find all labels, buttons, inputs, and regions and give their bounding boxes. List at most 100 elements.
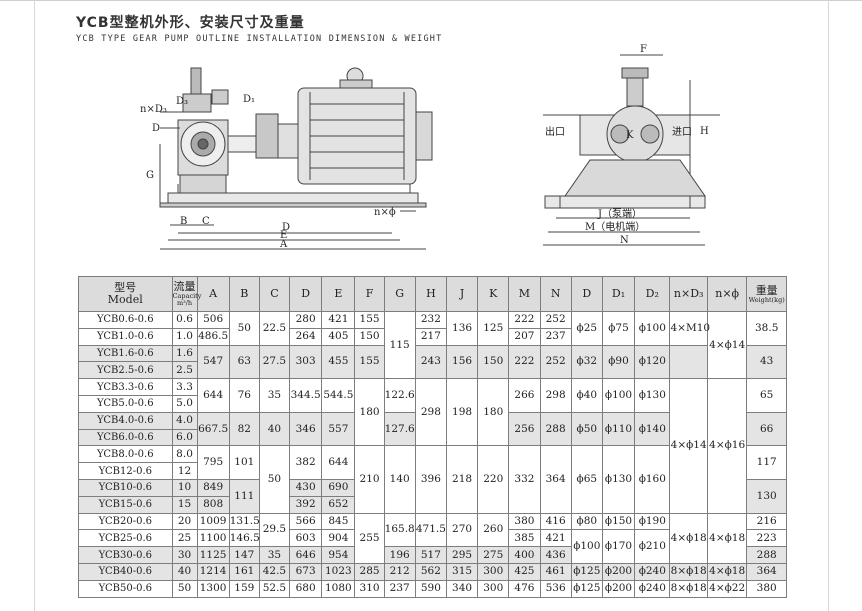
cell-g: 196 bbox=[383, 546, 416, 564]
cell-d2: ϕ190 bbox=[634, 512, 671, 531]
cell-d: 680 bbox=[288, 579, 323, 598]
cell-a: 849 bbox=[196, 478, 230, 497]
cell-model: YCB8.0-0.6 bbox=[78, 445, 173, 464]
cell-d1: ϕ75 bbox=[601, 311, 636, 346]
cell-a: 1009 bbox=[196, 512, 230, 531]
side-view-drawing bbox=[159, 67, 433, 250]
cell-nd3 bbox=[669, 344, 708, 380]
cell-dd: ϕ125 bbox=[570, 579, 603, 598]
cell-m: 400 bbox=[508, 546, 541, 564]
header-k: K bbox=[477, 276, 510, 312]
cell-g: 237 bbox=[383, 579, 416, 598]
cell-flow: 12 bbox=[171, 462, 198, 480]
cell-f: 285 bbox=[354, 562, 385, 581]
cell-a: 1100 bbox=[196, 529, 230, 548]
cell-d: 430 bbox=[288, 478, 323, 497]
cell-n: 288 bbox=[539, 411, 572, 447]
label-d-dim: D bbox=[282, 222, 290, 233]
header-m: M bbox=[508, 276, 541, 312]
cell-d2: ϕ210 bbox=[634, 529, 671, 564]
cell-f: 255 bbox=[354, 512, 385, 564]
cell-e: 652 bbox=[321, 495, 356, 514]
cell-d2: ϕ140 bbox=[634, 411, 671, 447]
header-c: C bbox=[258, 276, 291, 312]
cell-j: 156 bbox=[445, 344, 479, 380]
cell-d1: ϕ170 bbox=[601, 529, 636, 564]
cell-m: 385 bbox=[508, 529, 541, 548]
cell-b: 161 bbox=[228, 562, 260, 581]
cell-flow: 10 bbox=[171, 478, 198, 497]
cell-b: 111 bbox=[228, 478, 260, 514]
cell-flow: 8.0 bbox=[171, 445, 198, 464]
cell-n: 252 bbox=[539, 311, 572, 329]
cell-n: 364 bbox=[539, 445, 572, 514]
header-b: B bbox=[228, 276, 260, 312]
cell-h: 298 bbox=[414, 378, 447, 447]
cell-m: 476 bbox=[508, 579, 541, 598]
label-n: N bbox=[620, 235, 629, 246]
cell-model: YCB3.3-0.6 bbox=[78, 378, 173, 396]
header-d1: D₁ bbox=[601, 276, 636, 312]
cell-flow: 1.6 bbox=[171, 344, 198, 363]
cell-d: 603 bbox=[288, 529, 323, 548]
table-row: YCB25-0.6 25 1100 146.5 603 904 385 421 … bbox=[78, 529, 787, 564]
cell-a: 808 bbox=[196, 495, 230, 514]
cell-n: 436 bbox=[539, 546, 572, 564]
label-c: C bbox=[202, 216, 210, 227]
cell-f: 150 bbox=[354, 327, 385, 346]
cell-j: 340 bbox=[445, 579, 479, 598]
cell-nd3: 8×ϕ18 bbox=[669, 579, 708, 598]
cell-g: 212 bbox=[383, 562, 416, 581]
header-n: N bbox=[539, 276, 572, 312]
cell-nd3: 4×M10 bbox=[669, 311, 710, 346]
cell-b: 101 bbox=[228, 445, 260, 480]
cell-c: 40 bbox=[258, 411, 291, 447]
cell-d: 280 bbox=[288, 311, 323, 329]
label-f: F bbox=[640, 44, 647, 55]
table-row: YCB15-0.6 15 808 392 652 bbox=[78, 495, 787, 514]
cell-f: 155 bbox=[354, 311, 385, 329]
cell-a: 644 bbox=[196, 378, 230, 413]
cell-b: 82 bbox=[228, 411, 260, 447]
cell-h: 562 bbox=[414, 562, 447, 581]
cell-k: 220 bbox=[477, 445, 510, 514]
cell-weight: 65 bbox=[746, 378, 787, 413]
cell-d2: ϕ130 bbox=[634, 378, 671, 413]
cell-g: 165.8 bbox=[383, 512, 416, 548]
cell-nd3: 4×ϕ14 bbox=[669, 378, 708, 514]
cell-e: 954 bbox=[321, 546, 356, 564]
cell-model: YCB15-0.6 bbox=[78, 495, 173, 514]
cell-k: 125 bbox=[477, 311, 510, 346]
cell-dd: ϕ100 bbox=[570, 529, 603, 564]
cell-c: 27.5 bbox=[258, 344, 291, 380]
cell-d1: ϕ200 bbox=[601, 562, 636, 581]
cell-b: 131.5 bbox=[228, 512, 260, 531]
cell-d: 346 bbox=[288, 411, 323, 447]
cell-a: 795 bbox=[196, 445, 230, 480]
header-e: E bbox=[321, 276, 356, 312]
cell-c: 50 bbox=[258, 445, 291, 514]
cell-j: 295 bbox=[445, 546, 479, 564]
label-k: K bbox=[626, 130, 634, 141]
header-nd3: n×D₃ bbox=[669, 276, 708, 312]
cell-j: 136 bbox=[445, 311, 479, 346]
cell-h: 232 bbox=[414, 311, 447, 329]
cell-a: 1214 bbox=[196, 562, 230, 581]
cell-weight: 43 bbox=[746, 344, 787, 380]
page-title-en: YCB TYPE GEAR PUMP OUTLINE INSTALLATION … bbox=[76, 34, 443, 44]
cell-e: 405 bbox=[321, 327, 356, 346]
cell-flow: 3.3 bbox=[171, 378, 198, 396]
cell-d1: ϕ110 bbox=[601, 411, 636, 447]
cell-e: 455 bbox=[321, 344, 356, 380]
cell-d2: ϕ100 bbox=[634, 311, 671, 346]
table-row: YCB40-0.6 40 1214 161 42.5 673 1023 285 … bbox=[78, 562, 787, 581]
cell-e: 557 bbox=[321, 411, 356, 447]
cell-b: 63 bbox=[228, 344, 260, 380]
cell-d1: ϕ100 bbox=[601, 378, 636, 413]
cell-d: 673 bbox=[288, 562, 323, 581]
header-f: F bbox=[354, 276, 385, 312]
cell-weight: 288 bbox=[746, 546, 787, 564]
cell-d: 264 bbox=[288, 327, 323, 346]
cell-d: 382 bbox=[288, 445, 323, 480]
table-row: YCB50-0.6 50 1300 159 52.5 680 1080 310 … bbox=[78, 579, 787, 598]
